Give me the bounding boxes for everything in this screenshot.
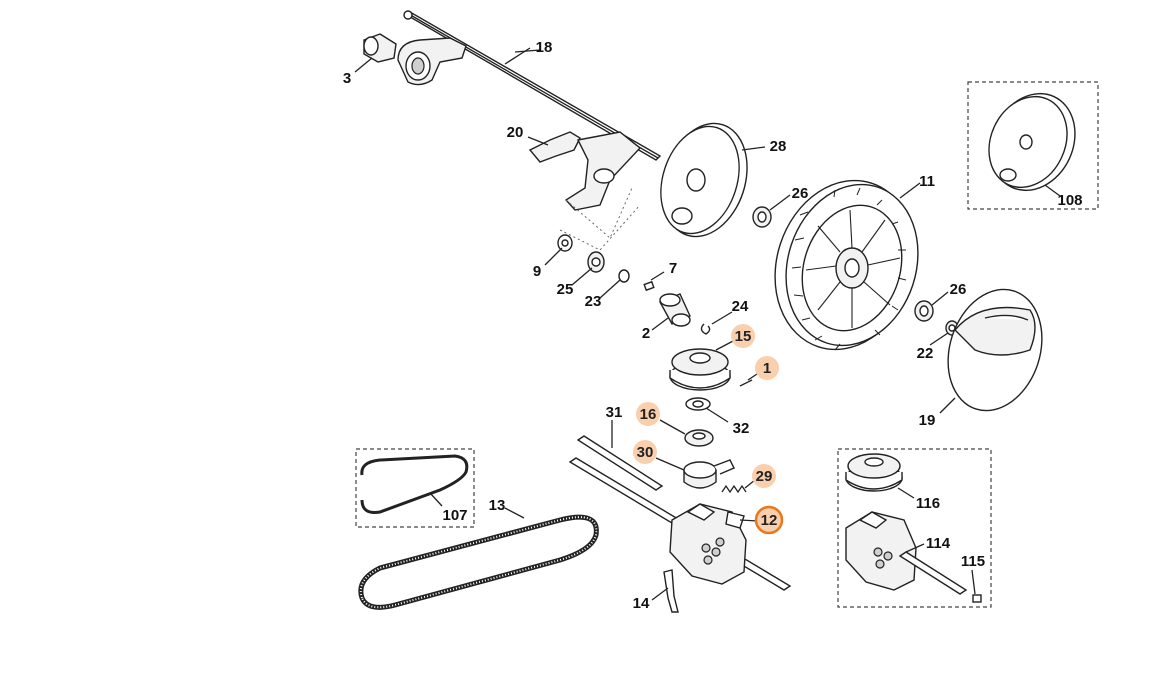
callout-116[interactable]: 116	[916, 495, 940, 512]
kit-box-gearbox	[837, 448, 992, 608]
pin-1	[739, 379, 753, 387]
lever-14	[663, 569, 679, 613]
callout-16[interactable]: 16	[640, 406, 657, 423]
callout-31[interactable]: 31	[606, 404, 623, 421]
drive-belt-13	[358, 514, 599, 610]
bearing-lower	[914, 300, 934, 322]
rear-wheel	[774, 179, 919, 351]
washer-9	[557, 234, 573, 252]
kit-box-belt	[355, 448, 475, 528]
shaft-bracket	[397, 37, 467, 86]
callout-bg-15	[731, 324, 755, 348]
callout-23[interactable]: 23	[585, 293, 602, 310]
callout-32[interactable]: 32	[733, 420, 750, 437]
gear-bushing-part	[354, 33, 397, 73]
collar-30	[683, 459, 735, 489]
callout-114[interactable]: 114	[926, 535, 951, 552]
callout-7[interactable]: 7	[669, 260, 677, 277]
callout-28[interactable]: 28	[770, 138, 787, 155]
bearing-16	[684, 429, 714, 447]
callout-26-lower[interactable]: 26	[950, 281, 967, 298]
gearbox-12	[669, 503, 747, 585]
callout-1[interactable]: 1	[763, 360, 771, 377]
callout-22[interactable]: 22	[917, 345, 934, 362]
spring-29	[721, 484, 747, 494]
key-7	[643, 280, 655, 292]
callout-18[interactable]: 18	[536, 39, 553, 56]
gearbox-114	[845, 511, 968, 595]
clip-24	[700, 323, 711, 335]
callout-19[interactable]: 19	[919, 412, 936, 429]
callout-24[interactable]: 24	[732, 298, 749, 315]
pinion-2	[659, 293, 691, 327]
callout-11[interactable]: 11	[919, 173, 935, 190]
bearing-upper	[752, 206, 772, 228]
callout-108[interactable]: 108	[1057, 192, 1082, 209]
callout-14[interactable]: 14	[633, 595, 650, 612]
hubcap-disc	[660, 122, 748, 238]
callout-30[interactable]: 30	[637, 444, 654, 461]
callout-25[interactable]: 25	[557, 281, 574, 298]
washer-32	[685, 397, 711, 411]
callout-bg-30	[633, 440, 657, 464]
callout-20[interactable]: 20	[507, 124, 524, 141]
axle-shaft	[403, 10, 662, 161]
bearing-25	[587, 251, 605, 273]
pulley-116	[845, 453, 903, 492]
callout-29[interactable]: 29	[756, 468, 773, 485]
ring-23	[618, 269, 630, 283]
callout-bg-1	[755, 356, 779, 380]
hubcap-spare	[988, 92, 1076, 192]
clip-115	[972, 594, 982, 603]
pulley-15	[669, 348, 731, 391]
callout-3[interactable]: 3	[343, 70, 351, 87]
rod-31	[576, 435, 664, 491]
callout-9[interactable]: 9	[533, 263, 541, 280]
height-bracket	[528, 131, 642, 211]
kit-box-hubcap	[967, 81, 1099, 210]
callout-107[interactable]: 107	[442, 507, 467, 524]
callout-13[interactable]: 13	[489, 497, 506, 514]
callout-26-upper[interactable]: 26	[792, 185, 809, 202]
callout-bg-29	[752, 464, 776, 488]
callout-bg-12-selected	[754, 505, 784, 535]
callout-15[interactable]: 15	[735, 328, 752, 345]
callout-2[interactable]: 2	[642, 325, 650, 342]
belt-spare-107	[360, 454, 469, 514]
callout-12[interactable]: 12	[761, 512, 778, 529]
callout-bg-16	[636, 402, 660, 426]
wheel-cover	[947, 288, 1043, 412]
callout-115[interactable]: 115	[961, 553, 985, 570]
